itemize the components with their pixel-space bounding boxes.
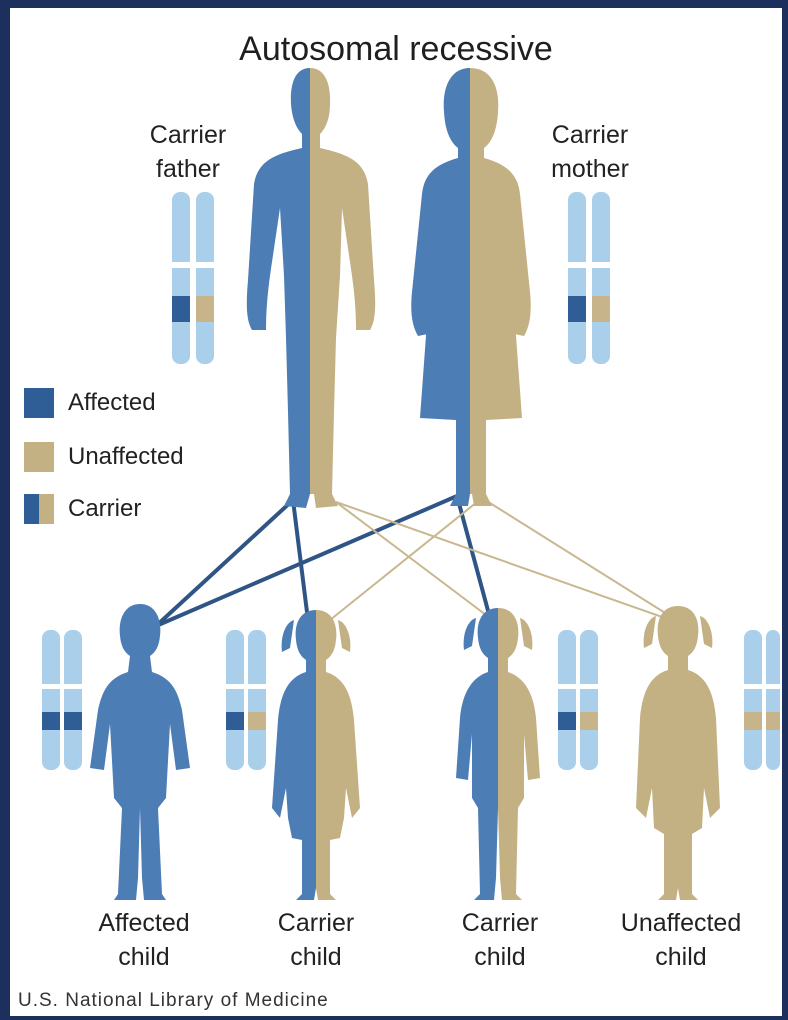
unaffected-allele-band (592, 296, 610, 322)
child2-label-line2: child (246, 940, 386, 974)
line-father-child3 (336, 502, 490, 618)
child4-unaffected-silhouette (636, 606, 720, 900)
chromosome (172, 192, 190, 364)
father-label-line2: father (128, 152, 248, 186)
child4-label-line2: child (606, 940, 756, 974)
chromosome (568, 192, 586, 364)
child3-label: Carrier child (430, 906, 570, 974)
child1-chromosomes (42, 630, 82, 770)
child2-label-line1: Carrier (246, 906, 386, 940)
unaffected-allele-band (196, 296, 214, 322)
child3-carrier-silhouette (456, 608, 540, 900)
unaffected-swatch (24, 442, 54, 472)
child3-label-line1: Carrier (430, 906, 570, 940)
unaffected-allele-band (580, 712, 598, 730)
affected-allele-band (226, 712, 244, 730)
child3-label-line2: child (430, 940, 570, 974)
father-chromosomes (172, 192, 214, 364)
chromosome (196, 192, 214, 364)
mother-label: Carrier mother (530, 118, 650, 186)
unaffected-allele-band (248, 712, 266, 730)
child2-chromosomes (226, 630, 266, 770)
child4-label-line1: Unaffected (606, 906, 756, 940)
line-father-child1 (156, 500, 293, 626)
child2-label: Carrier child (246, 906, 386, 974)
child1-label-line2: child (74, 940, 214, 974)
affected-allele-band (42, 712, 60, 730)
child4-chromosomes (744, 630, 780, 770)
affected-allele-band (172, 296, 190, 322)
child1-label-line1: Affected (74, 906, 214, 940)
child1-label: Affected child (74, 906, 214, 974)
line-mother-child4 (482, 498, 670, 616)
legend-label: Carrier (68, 494, 141, 524)
line-father-child4 (336, 502, 665, 618)
unaffected-allele-band (744, 712, 762, 730)
carrier-swatch (24, 494, 54, 524)
chromosome (248, 630, 266, 770)
chromosome (580, 630, 598, 770)
diagram-canvas: Autosomal recessive Carrier father Carri… (10, 8, 782, 1016)
chromosome (592, 192, 610, 364)
legend-label: Affected (68, 388, 156, 418)
child1-affected-silhouette (90, 604, 190, 900)
chromosome (558, 630, 576, 770)
child4-label: Unaffected child (606, 906, 756, 974)
father-silhouette (247, 68, 375, 508)
affected-allele-band (568, 296, 586, 322)
mother-chromosomes (568, 192, 610, 364)
chromosome (42, 630, 60, 770)
chromosome (64, 630, 82, 770)
mother-label-line1: Carrier (530, 118, 650, 152)
diagram-title: Autosomal recessive (10, 30, 782, 69)
unaffected-allele-band (766, 712, 780, 730)
mother-label-line2: mother (530, 152, 650, 186)
chromosome (766, 630, 780, 770)
chromosome (226, 630, 244, 770)
affected-allele-band (64, 712, 82, 730)
source-credit: U.S. National Library of Medicine (18, 990, 329, 1012)
mother-silhouette (411, 68, 531, 506)
inheritance-lines (156, 496, 670, 626)
legend-label: Unaffected (68, 442, 184, 472)
father-label: Carrier father (128, 118, 248, 186)
affected-swatch (24, 388, 54, 418)
chromosome (744, 630, 762, 770)
child2-carrier-silhouette (272, 610, 360, 900)
affected-allele-band (558, 712, 576, 730)
father-label-line1: Carrier (128, 118, 248, 152)
child3-chromosomes (558, 630, 598, 770)
